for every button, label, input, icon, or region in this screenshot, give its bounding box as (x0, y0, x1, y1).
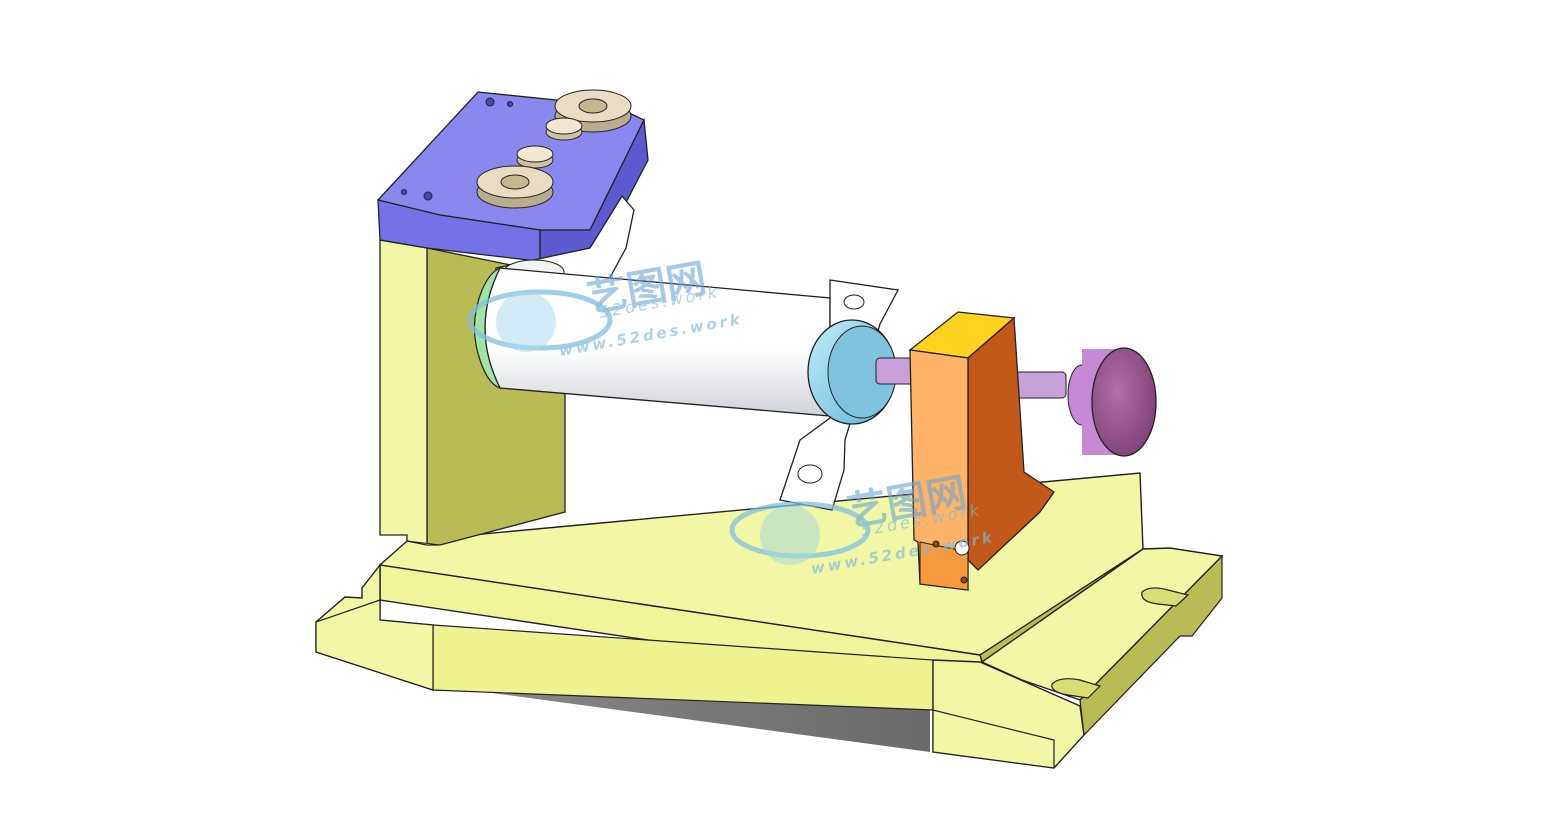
upright-front (379, 239, 428, 546)
block-side (967, 316, 1055, 571)
slot-right (1141, 587, 1190, 607)
cylinder-green-ring (473, 266, 502, 390)
support-block (908, 311, 1055, 591)
block-bolt (954, 540, 970, 556)
slot-front (1051, 678, 1102, 699)
nut-bottom (476, 165, 554, 209)
knob (1067, 347, 1157, 457)
air-cylinder (473, 266, 900, 511)
clamp-nuts (476, 89, 632, 209)
screw-1 (545, 117, 583, 141)
knob-face (1091, 347, 1157, 457)
screw-2 (516, 145, 554, 169)
plate-hole (485, 97, 495, 107)
